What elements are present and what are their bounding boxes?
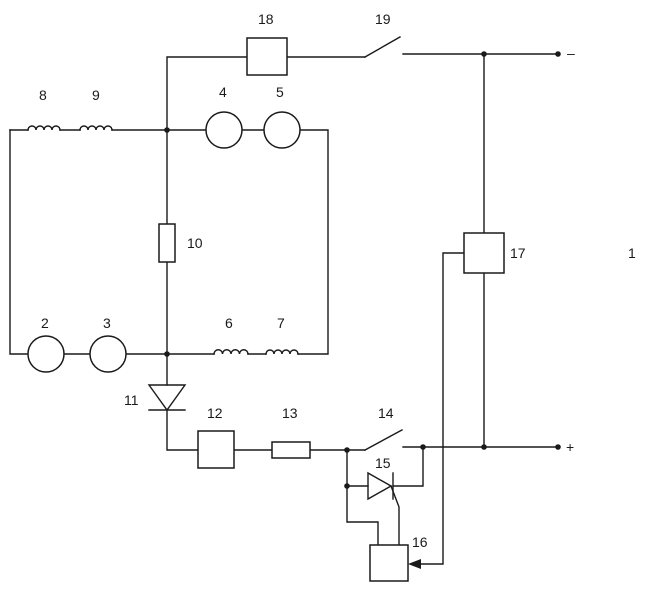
resistor-10 (159, 224, 175, 262)
label-7: 7 (277, 315, 285, 331)
label-19: 19 (375, 11, 391, 27)
label-6: 6 (225, 315, 233, 331)
machine-5 (264, 112, 300, 148)
block-12 (198, 431, 234, 468)
machine-4 (206, 112, 242, 148)
arrow-into-16-icon (408, 559, 421, 569)
resistor-13 (272, 442, 310, 458)
inductor-8 (28, 126, 60, 130)
terminal-minus-label: – (567, 45, 575, 61)
terminal-plus-dot (555, 444, 561, 450)
component-labels: 1 2 3 4 5 6 7 8 9 10 11 12 13 14 15 16 1… (39, 11, 636, 550)
label-12: 12 (207, 405, 223, 421)
inductor-7 (266, 350, 298, 354)
junction-dot (344, 447, 350, 453)
label-18: 18 (258, 11, 274, 27)
junction-dot (420, 444, 426, 450)
wire-15-right (393, 447, 423, 486)
label-16: 16 (412, 534, 428, 550)
wire-right-loop (298, 130, 328, 354)
label-15: 15 (375, 455, 391, 471)
wire-17-control (420, 253, 464, 564)
wire-15-gate (391, 486, 399, 545)
diode-15 (368, 473, 393, 499)
machine-3 (90, 336, 126, 372)
label-17: 17 (510, 245, 526, 261)
label-2: 2 (41, 315, 49, 331)
junction-dot (481, 51, 487, 57)
block-18 (247, 38, 287, 75)
label-13: 13 (282, 405, 298, 421)
terminal-plus-label: + (566, 439, 574, 455)
label-14: 14 (378, 405, 394, 421)
junction-dot (344, 483, 350, 489)
label-11: 11 (124, 392, 139, 408)
label-8: 8 (39, 87, 47, 103)
junction-dot (164, 127, 170, 133)
label-4: 4 (219, 84, 227, 100)
wire-15-left (347, 450, 378, 545)
label-10: 10 (187, 235, 203, 251)
inductor-9 (80, 126, 112, 130)
switch-14 (365, 430, 402, 450)
switch-19 (365, 37, 400, 57)
diode-11 (149, 385, 185, 410)
label-5: 5 (276, 84, 284, 100)
machine-2 (28, 336, 64, 372)
wire-11-12 (167, 410, 198, 450)
block-17 (464, 233, 504, 273)
junction-dot (481, 444, 487, 450)
block-16 (370, 545, 408, 581)
junction-dot (164, 351, 170, 357)
label-3: 3 (103, 315, 111, 331)
label-9: 9 (92, 87, 100, 103)
wire-left-loop (10, 130, 28, 354)
label-1: 1 (628, 245, 636, 261)
terminal-minus-dot (555, 51, 561, 57)
inductor-6 (214, 350, 248, 354)
